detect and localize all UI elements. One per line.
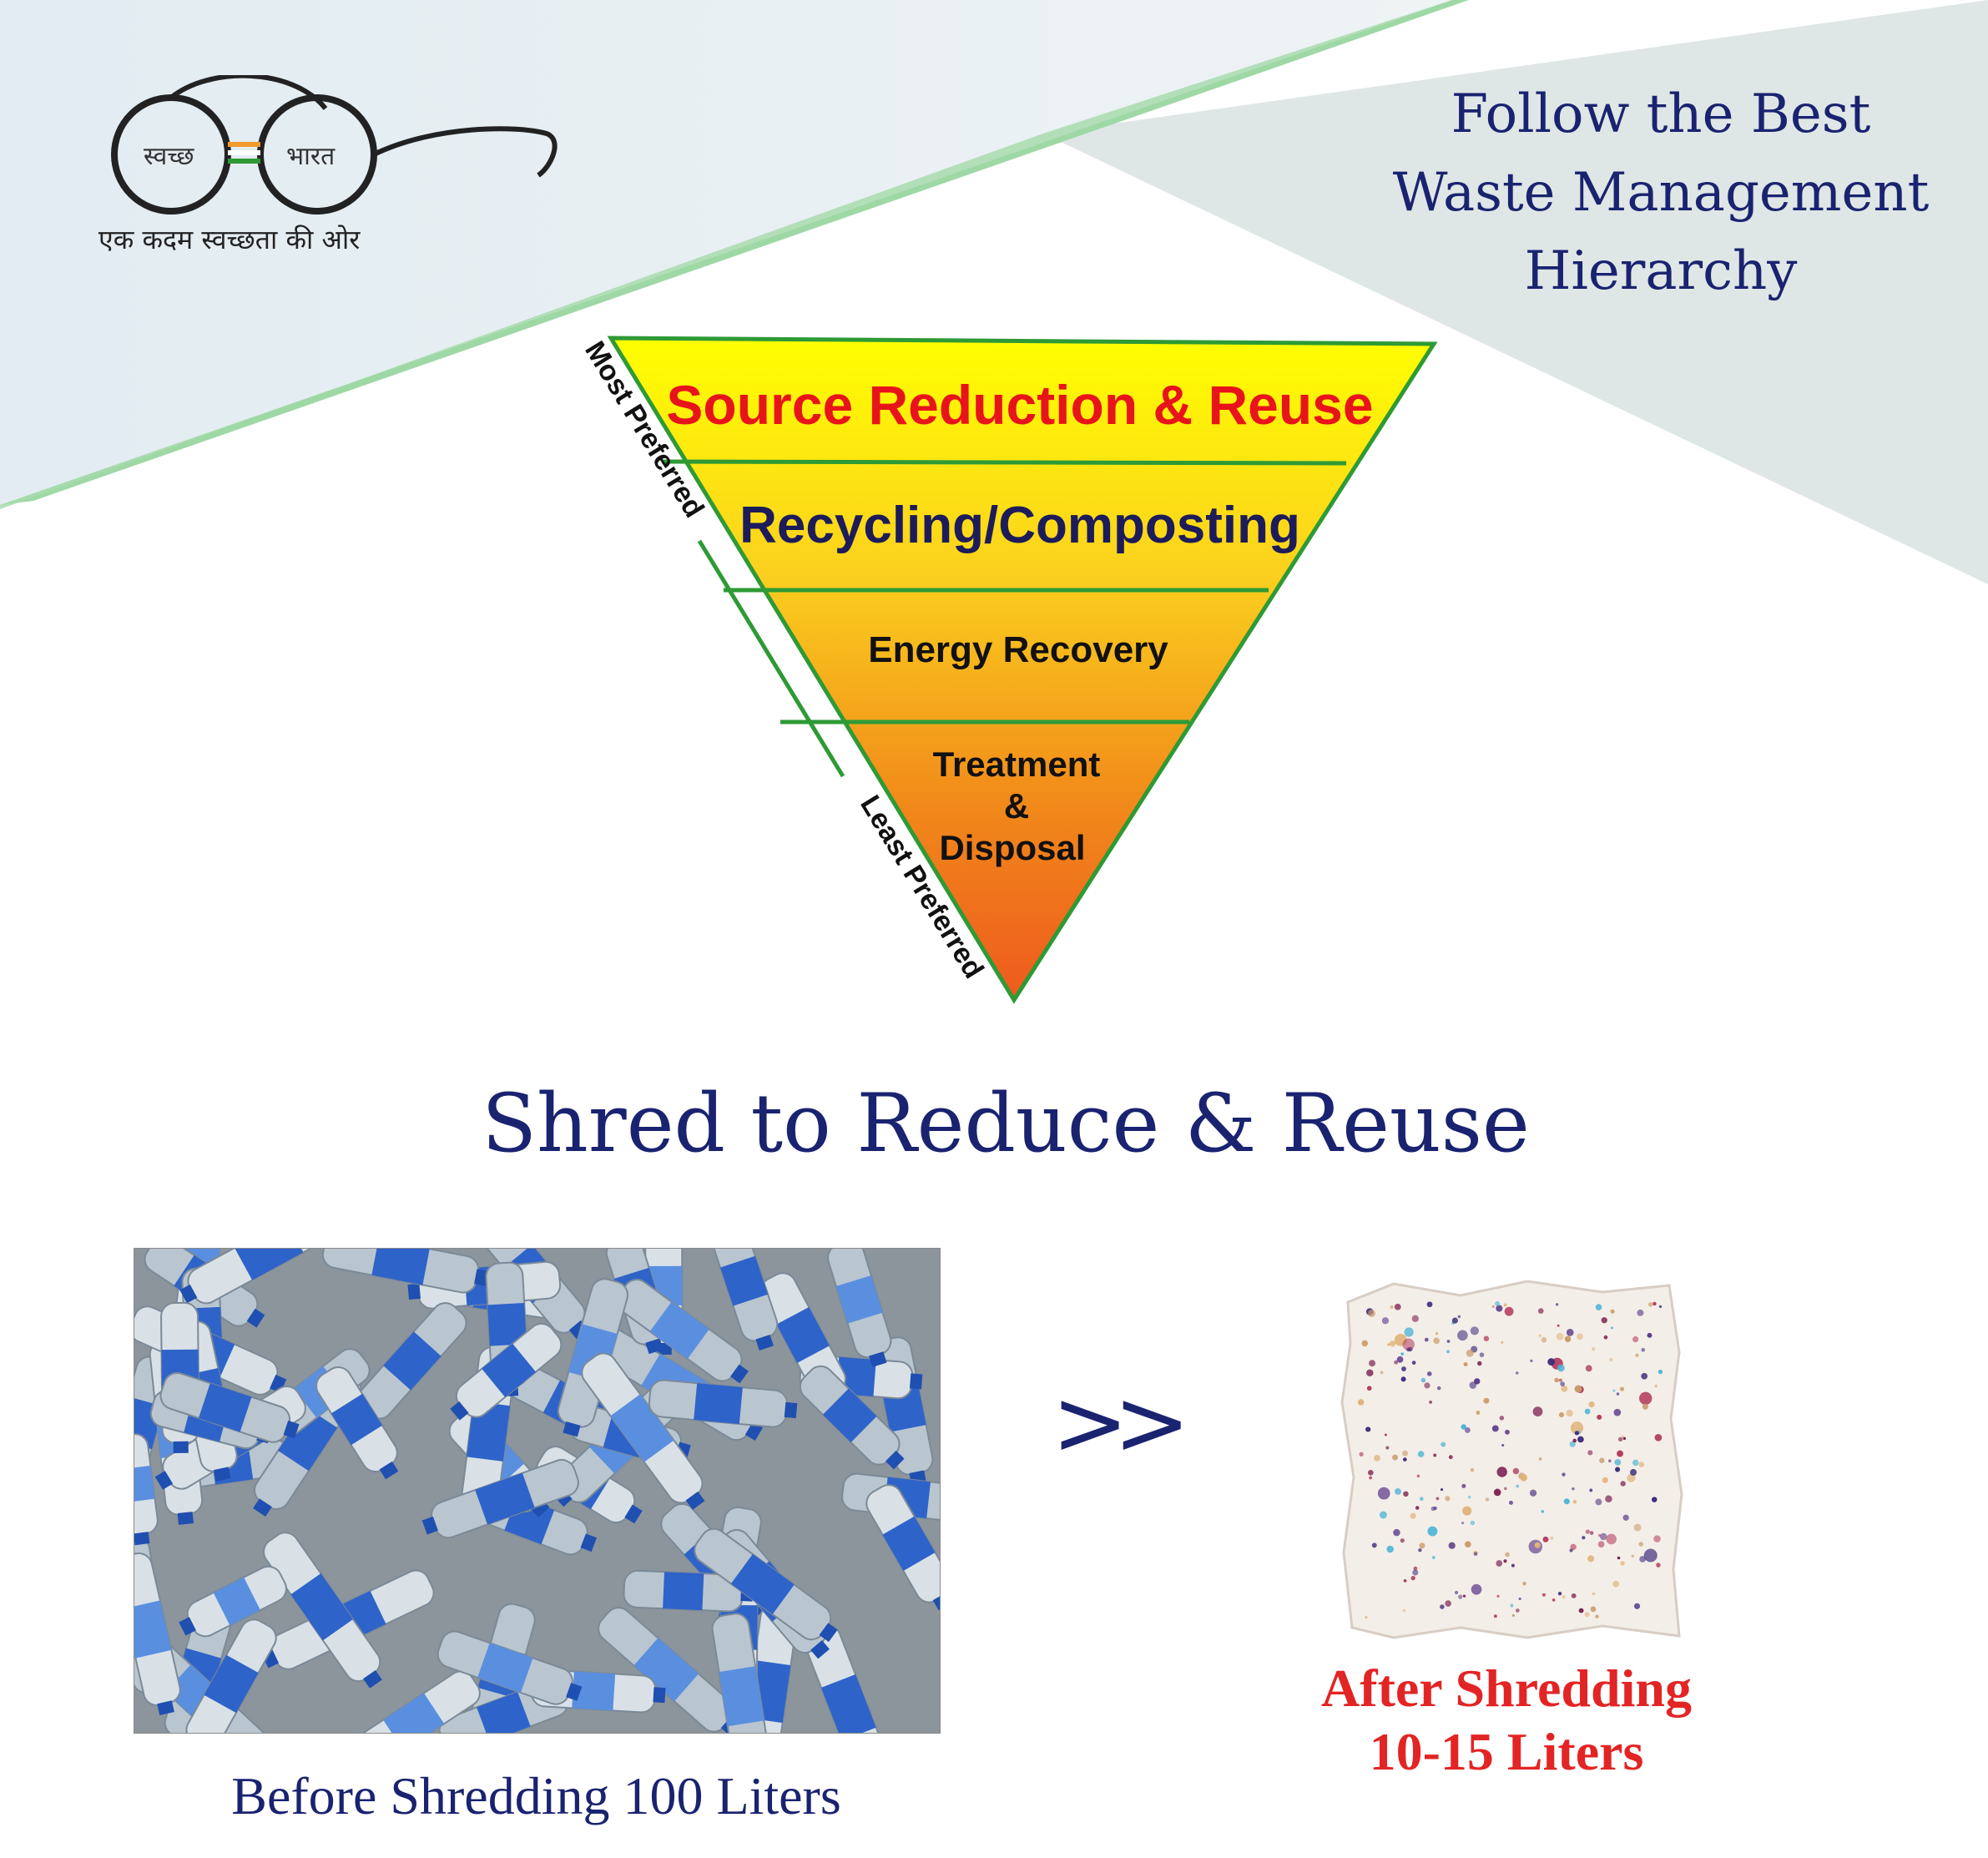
level-treatment: Treatment [933, 745, 1101, 784]
after-caption-line-1: After Shredding [1321, 1659, 1692, 1718]
green-stripe [0, 0, 1469, 505]
swachh-bharat-logo: स्वच्छ भारत एक कदम स्वच्छता की ओर [83, 73, 584, 275]
before-caption: Before Shredding 100 Liters [231, 1766, 841, 1825]
bottles-image [134, 1249, 940, 1733]
arrow-icon: >> [1052, 1369, 1190, 1476]
headline: Follow the Best Waste Management Hierarc… [1369, 75, 1953, 311]
preference-axis [697, 539, 845, 778]
divider-1 [661, 459, 1347, 466]
bottles-photo [134, 1248, 941, 1734]
waste-hierarchy-pyramid: Source Reduction & Reuse Recycling/Compo… [578, 336, 1438, 1004]
level-ampersand: & [1004, 786, 1029, 825]
level-recycling: Recycling/Composting [739, 497, 1300, 554]
shredded-plastic-image [1340, 1280, 1683, 1639]
spectacles-icon [111, 73, 558, 215]
after-caption-line-2: 10-15 Liters [1369, 1722, 1644, 1781]
after-caption: After Shredding 10-15 Liters [1235, 1657, 1778, 1784]
level-source-reduction: Source Reduction & Reuse [666, 374, 1373, 436]
pyramid-body [607, 336, 1438, 1004]
logo-tagline: एक कदम स्वच्छता की ओर [98, 224, 361, 255]
section-title: Shred to Reduce & Reuse [482, 1077, 1530, 1170]
headline-line-2: Waste Management [1392, 162, 1930, 224]
logo-right-word: भारत [286, 142, 336, 171]
level-disposal: Disposal [939, 828, 1085, 867]
headline-line-1: Follow the Best [1451, 83, 1871, 145]
grey-right-band [1043, 0, 1988, 584]
headline-line-3: Hierarchy [1524, 240, 1798, 302]
logo-left-word: स्वच्छ [144, 142, 194, 171]
level-energy-recovery: Energy Recovery [868, 629, 1168, 670]
